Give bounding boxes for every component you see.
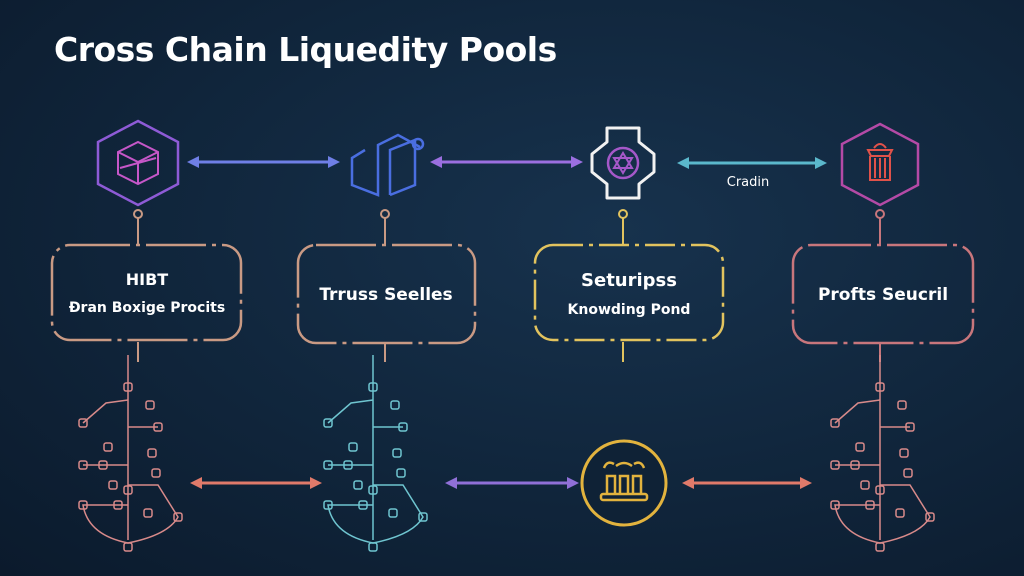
network-tree-icon bbox=[323, 355, 428, 552]
box-2: Trruss Seelles bbox=[296, 243, 477, 345]
box-hexagon-icon bbox=[96, 119, 180, 207]
box-3-title: Seturipss bbox=[581, 270, 677, 291]
box-2-title: Trruss Seelles bbox=[319, 285, 452, 305]
box-4: Profts Seucril bbox=[791, 243, 975, 345]
network-trees bbox=[78, 355, 935, 552]
box-1: HIBT Đran Boxige Procits bbox=[50, 243, 243, 342]
box-3-subtitle: Knowding Pond bbox=[568, 302, 691, 318]
temple-hexagon-icon bbox=[840, 122, 920, 207]
box-4-title: Profts Seucril bbox=[818, 285, 948, 305]
connector bbox=[618, 209, 628, 362]
page-title: Cross Chain Liquedity Pools bbox=[54, 30, 557, 69]
connector bbox=[380, 209, 390, 362]
network-tree-icon bbox=[830, 355, 935, 552]
box-1-subtitle: Đran Boxige Procits bbox=[69, 300, 225, 316]
box-1-title: HIBT bbox=[126, 270, 169, 289]
cube-node-icon bbox=[350, 133, 425, 197]
connectors bbox=[133, 209, 885, 362]
pillars-coin-icon bbox=[580, 439, 668, 527]
box-3: Seturipss Knowding Pond bbox=[533, 243, 725, 342]
gear-cross-icon bbox=[590, 126, 656, 200]
arrow-label: Cradin bbox=[727, 175, 770, 190]
network-tree-icon bbox=[78, 355, 183, 552]
connector bbox=[133, 209, 143, 362]
